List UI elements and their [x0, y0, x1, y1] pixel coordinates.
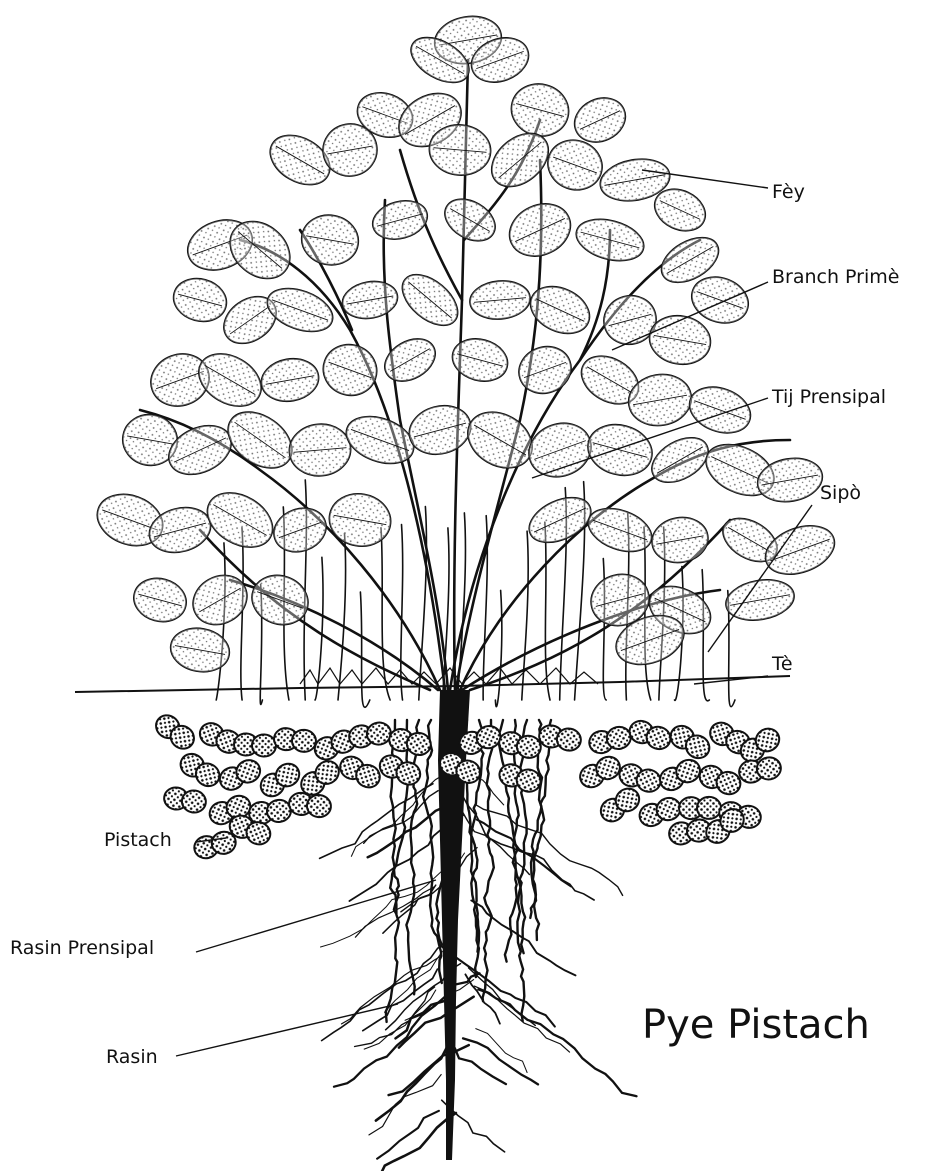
root-branch: [462, 795, 594, 900]
peg-stem: [522, 531, 528, 700]
peg-stem: [360, 592, 369, 707]
root-branch: [379, 1113, 456, 1171]
root-strand: [471, 720, 483, 977]
leaf: [393, 265, 466, 335]
peanut-pod: [336, 753, 383, 792]
leaf: [759, 517, 841, 583]
leaf: [369, 195, 432, 245]
label-rasin-prensipal: Rasin Prensipal: [10, 937, 154, 959]
peg-stem: [381, 528, 390, 700]
peanut-pod: [233, 733, 276, 757]
root-branch: [476, 805, 622, 895]
peanut-pod: [596, 784, 643, 826]
peg-stem: [545, 522, 550, 700]
peanut-pod: [176, 750, 223, 791]
leaf: [522, 489, 597, 551]
peg-stem: [457, 513, 465, 700]
leaf: [468, 279, 531, 322]
leaf: [501, 194, 579, 265]
peg-stem: [495, 590, 501, 706]
label-te: Tè: [772, 653, 793, 675]
peanut-pod: [288, 792, 332, 819]
root-branch: [369, 1075, 441, 1135]
label-tij-prensipal: Tij Prensipal: [772, 386, 886, 408]
diagram-title: Pye Pistach: [642, 1002, 870, 1048]
peanut-pod: [679, 797, 721, 819]
peanut-pod: [576, 753, 623, 792]
leaf: [404, 399, 476, 461]
label-sipo: Sipò: [820, 482, 861, 504]
label-rasin: Rasin: [106, 1046, 158, 1068]
peanut-pod: [666, 722, 713, 763]
ground-grass: [300, 668, 598, 684]
peg-stem: [338, 533, 346, 700]
leaf: [512, 340, 577, 401]
label-fey: Fèy: [772, 181, 805, 203]
leaf: [377, 331, 442, 390]
leaf: [448, 333, 512, 387]
leaf: [262, 280, 339, 339]
peanut-pod: [216, 756, 263, 793]
peanut-pod: [162, 786, 207, 815]
leaf: [458, 401, 542, 479]
leaf: [298, 211, 362, 269]
peanut-pod: [697, 763, 744, 798]
leaf: [129, 573, 191, 627]
leaf: [340, 277, 401, 322]
root-branch: [447, 1043, 506, 1084]
peanut-pod: [537, 723, 582, 752]
peanut-pod: [273, 727, 317, 753]
leaf: [258, 354, 322, 405]
leaf: [522, 415, 599, 485]
peg-stem: [702, 570, 709, 701]
leaf: [198, 482, 282, 558]
leaf: [723, 575, 797, 625]
peg-stem: [241, 528, 243, 700]
peanut-pod: [348, 721, 393, 749]
peanut-pod: [248, 799, 292, 826]
leaf: [683, 379, 756, 441]
peanut-pod: [152, 711, 199, 754]
peanut-pod: [627, 718, 674, 753]
leaf: [287, 422, 352, 479]
peanut-pod: [387, 727, 433, 757]
leaf: [268, 501, 332, 559]
label-pistach: Pistach: [104, 829, 172, 851]
peanut-pod: [587, 724, 633, 755]
leaf: [325, 489, 394, 551]
root-strand: [483, 720, 495, 1001]
root-branch: [383, 885, 436, 933]
peanut-pod: [497, 730, 543, 760]
label-branch-prime: Branch Primè: [772, 266, 899, 288]
leaf: [190, 343, 271, 416]
leaf: [506, 78, 575, 142]
leaf: [438, 191, 503, 249]
peg-stem: [644, 527, 651, 700]
root-branch: [476, 1029, 527, 1073]
leaf: [218, 401, 302, 480]
leaf: [316, 337, 383, 402]
leaf: [644, 429, 715, 492]
leaf: [572, 213, 648, 268]
leaf: [582, 418, 657, 482]
leaf: [649, 513, 712, 566]
root-branch: [440, 945, 555, 1026]
root-branch: [463, 1038, 538, 1084]
peanut-pod: [656, 756, 703, 794]
leaf: [169, 273, 231, 327]
leaf: [583, 501, 658, 560]
peanut-pod: [192, 829, 238, 861]
